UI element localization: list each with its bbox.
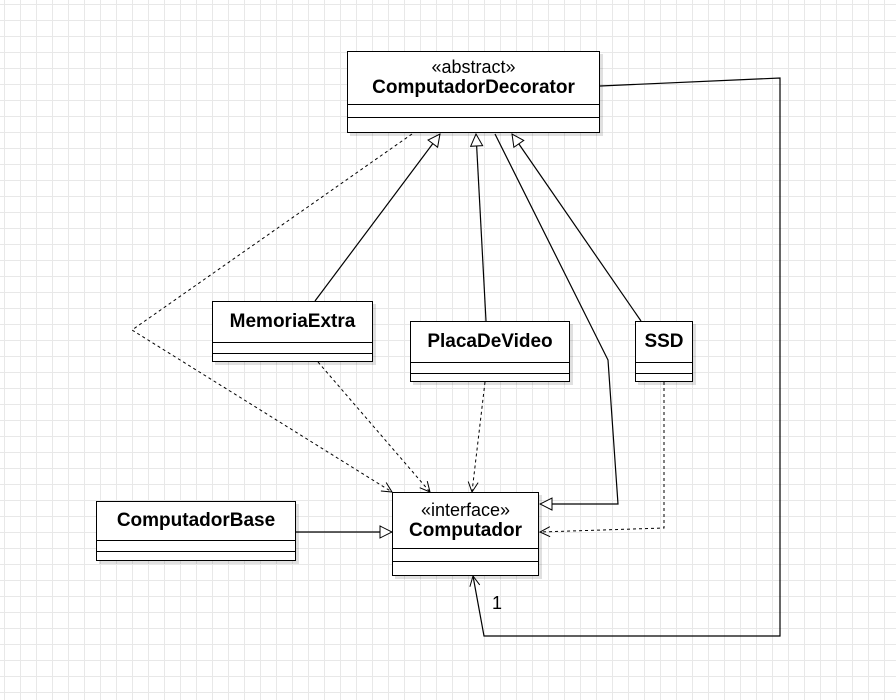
class-name: SSD [644,331,684,352]
methods-section [348,118,599,126]
placa-extends-decorator [476,134,487,322]
attributes-section [636,363,692,374]
decorator-implements-computador [494,133,619,504]
ssd-extends-decorator [512,134,642,322]
class-memoria-extra[interactable]: MemoriaExtra [212,301,373,362]
methods-section [97,552,295,560]
decorator-depends-computador [131,133,413,492]
methods-section [393,562,538,570]
attributes-section [213,343,372,354]
ssd-depends-computador [540,382,665,532]
methods-section [636,374,692,382]
class-computador-decorator[interactable]: «abstract» ComputadorDecorator [347,51,600,133]
stereotype-interface: «interface» [420,499,511,520]
methods-section [213,354,372,362]
placa-depends-computador [472,381,486,492]
attributes-section [393,549,538,562]
class-computador[interactable]: «interface» Computador [392,492,539,576]
class-name: Computador [409,519,522,541]
class-name: PlacaDeVideo [427,331,553,352]
class-name: MemoriaExtra [229,311,356,332]
class-name: ComputadorDecorator [372,77,575,98]
decorator-association-computador [473,77,781,637]
memoria-extends-decorator [314,134,440,302]
attributes-section [97,541,295,552]
class-placa-de-video[interactable]: PlacaDeVideo [410,321,570,382]
memoria-depends-computador [317,361,430,492]
multiplicity-label: 1 [492,593,503,613]
class-name: ComputadorBase [116,510,276,531]
stereotype-abstract: «abstract» [431,57,516,77]
attributes-section [348,105,599,118]
class-ssd[interactable]: SSD [635,321,693,382]
methods-section [411,374,569,382]
class-computador-base[interactable]: ComputadorBase [96,501,296,561]
attributes-section [411,363,569,374]
